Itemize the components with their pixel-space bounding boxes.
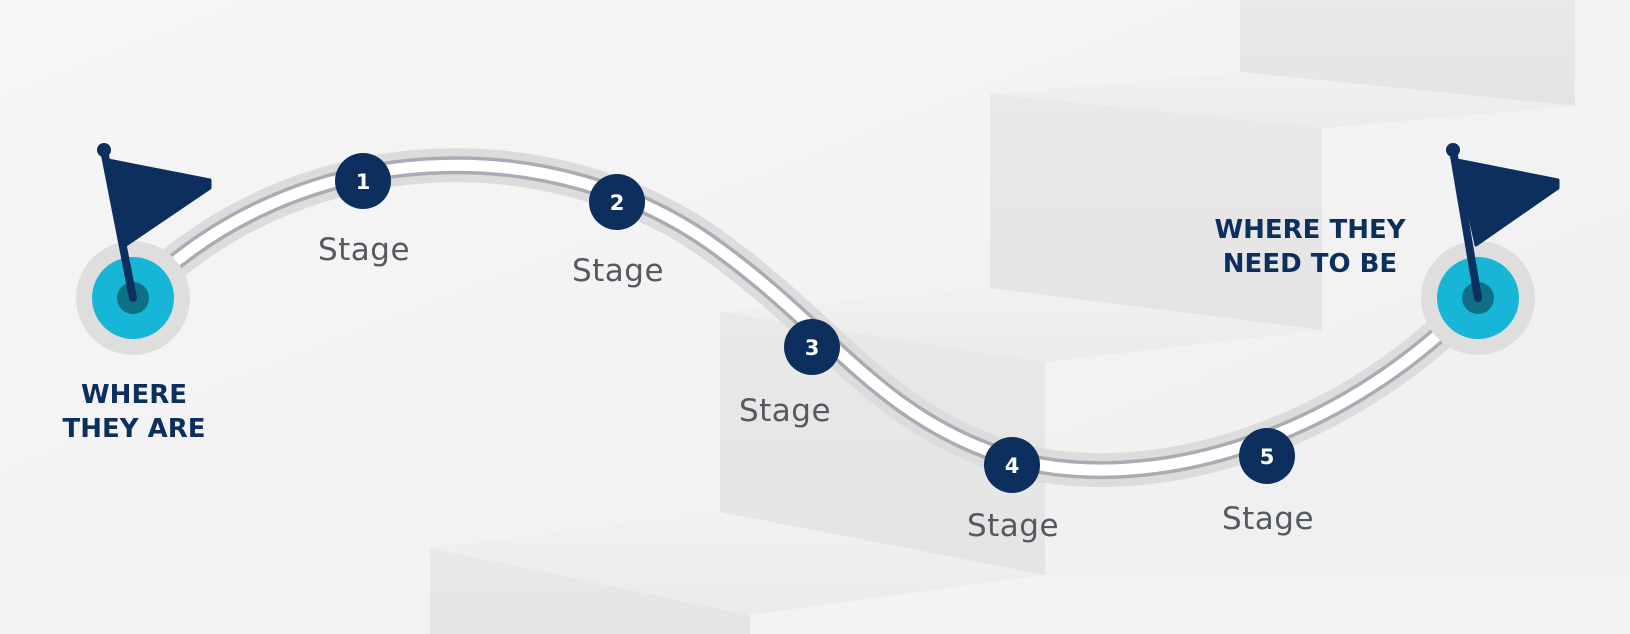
flag-icon <box>1446 143 1560 302</box>
stage-label-5: Stage <box>1221 501 1315 537</box>
end-title-line1: WHERE THEY <box>1214 215 1406 245</box>
stage-label-3: Stage <box>738 393 832 429</box>
stage-label-2: Stage <box>571 253 665 289</box>
flag-icon <box>97 143 212 302</box>
stage-number-1: 1 <box>356 170 371 194</box>
end-title: WHERE THEY NEED TO BE <box>1214 213 1405 281</box>
stage-number-5: 5 <box>1260 445 1275 469</box>
stage-number-3: 3 <box>805 336 820 360</box>
start-title-line1: WHERE <box>81 380 187 410</box>
end-title-line2: NEED TO BE <box>1222 249 1398 279</box>
stage-marker-2: 2 <box>589 174 645 230</box>
stage-label-4: Stage <box>966 508 1060 544</box>
stage-marker-3: 3 <box>784 319 840 375</box>
stage-label-1: Stage <box>317 232 411 268</box>
stage-marker-5: 5 <box>1239 428 1295 484</box>
stage-number-2: 2 <box>610 191 625 215</box>
start-title: WHERE THEY ARE <box>62 378 205 446</box>
stage-number-4: 4 <box>1005 454 1020 478</box>
staircase-background <box>430 0 1630 634</box>
stage-marker-4: 4 <box>984 437 1040 493</box>
stage-marker-1: 1 <box>335 153 391 209</box>
start-title-line2: THEY ARE <box>62 414 206 444</box>
